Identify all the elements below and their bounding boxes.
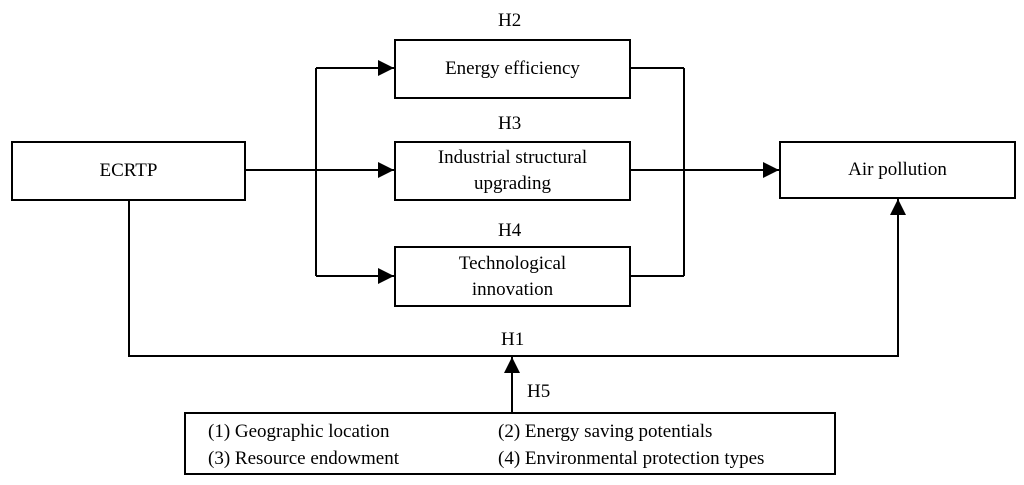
label-h4: H4 xyxy=(498,220,522,241)
node-energy-efficiency-label: Energy efficiency xyxy=(445,58,580,79)
edge-direct-h1 xyxy=(128,199,906,357)
label-h1: H1 xyxy=(501,329,525,350)
node-energy-efficiency: Energy efficiency xyxy=(394,39,631,99)
node-technological-innovation: Technological innovation xyxy=(394,246,631,307)
node-air-pollution-label: Air pollution xyxy=(848,159,947,180)
node-air-pollution: Air pollution xyxy=(779,141,1016,199)
node-technological-innovation-label: Technological innovation xyxy=(458,252,567,300)
moderators-box: (1) Geographic location (2) Energy savin… xyxy=(184,412,836,475)
node-ecrtp-label: ECRTP xyxy=(99,160,158,181)
moderator-item: (2) Energy saving potentials xyxy=(498,421,713,442)
label-h3: H3 xyxy=(498,113,522,134)
label-h2: H2 xyxy=(498,10,522,31)
node-industrial-upgrading-label: Industrial structural upgrading xyxy=(437,147,588,194)
moderator-item: (1) Geographic location xyxy=(208,421,390,442)
node-industrial-upgrading: Industrial structural upgrading xyxy=(394,141,631,201)
node-ecrtp: ECRTP xyxy=(11,141,246,201)
label-h5: H5 xyxy=(527,381,551,402)
moderator-item: (3) Resource endowment xyxy=(208,448,399,469)
moderator-item: (4) Environmental protection types xyxy=(498,448,765,469)
